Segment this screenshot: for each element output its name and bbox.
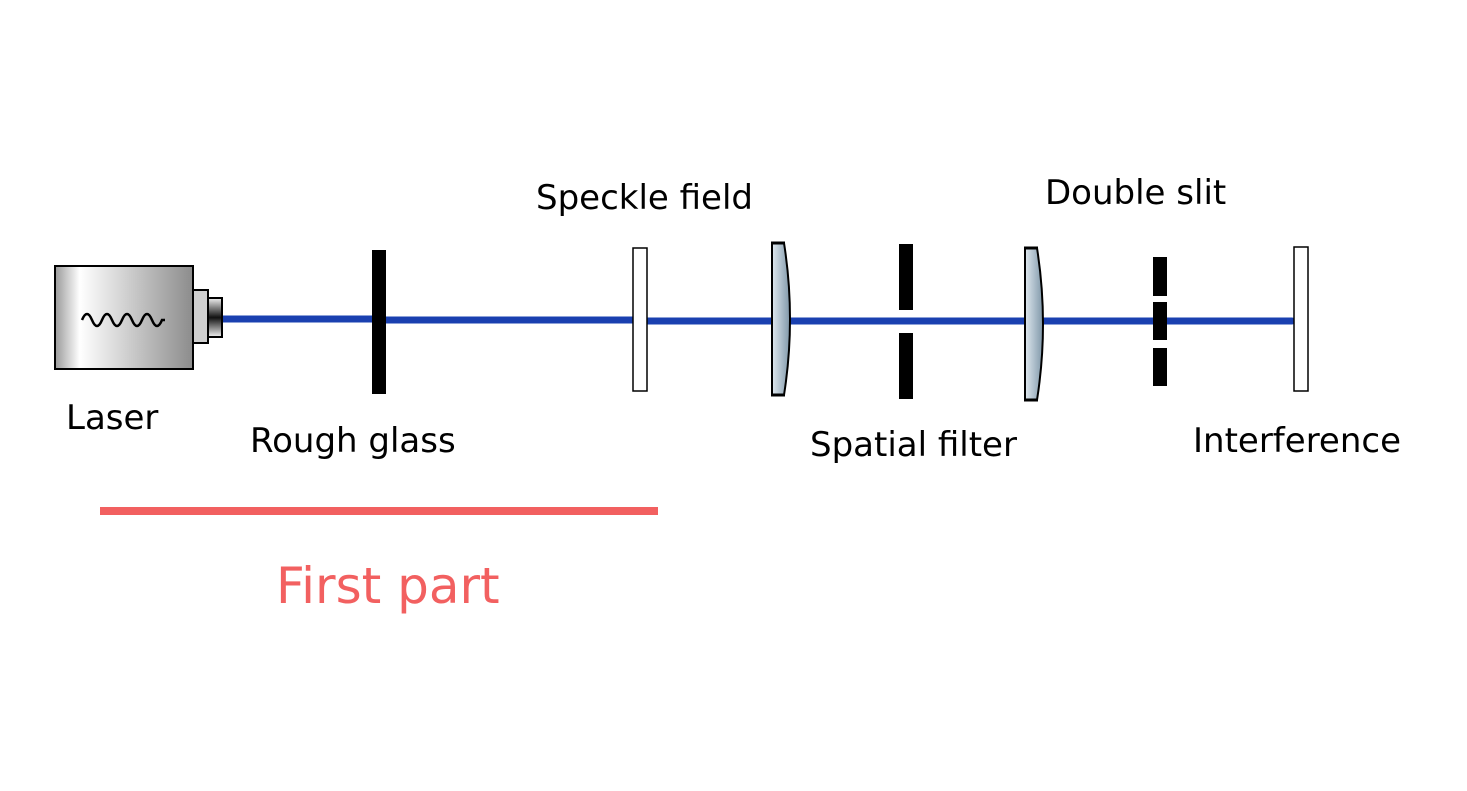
laser-label: Laser [66,398,159,438]
laser-collar [192,289,209,344]
slit-bar-bottom [1153,348,1167,386]
slit-bar-top [1153,257,1167,296]
laser-nozzle [207,297,223,338]
lens-1 [771,242,791,396]
slit-bar-middle [1153,302,1167,340]
double-slit-label: Double slit [1045,173,1227,213]
pinhole-upper-blade [899,244,913,310]
interference-screen [1293,246,1309,392]
rough-glass-label: Rough glass [250,421,456,461]
double-slit [1153,257,1167,386]
wave-icon [80,312,165,328]
speckle-field-screen [632,247,648,392]
laser-beam [218,315,1296,325]
interference-label: Interference [1193,421,1402,461]
speckle-field-label: Speckle field [536,178,753,218]
laser-source [54,265,223,370]
lens-2 [1024,247,1044,401]
spatial-filter-label: Spatial filter [810,425,1017,465]
rough-glass-plate [372,250,386,394]
spatial-filter-pinhole [899,244,913,399]
pinhole-lower-blade [899,333,913,399]
first-part-label: First part [276,557,500,615]
